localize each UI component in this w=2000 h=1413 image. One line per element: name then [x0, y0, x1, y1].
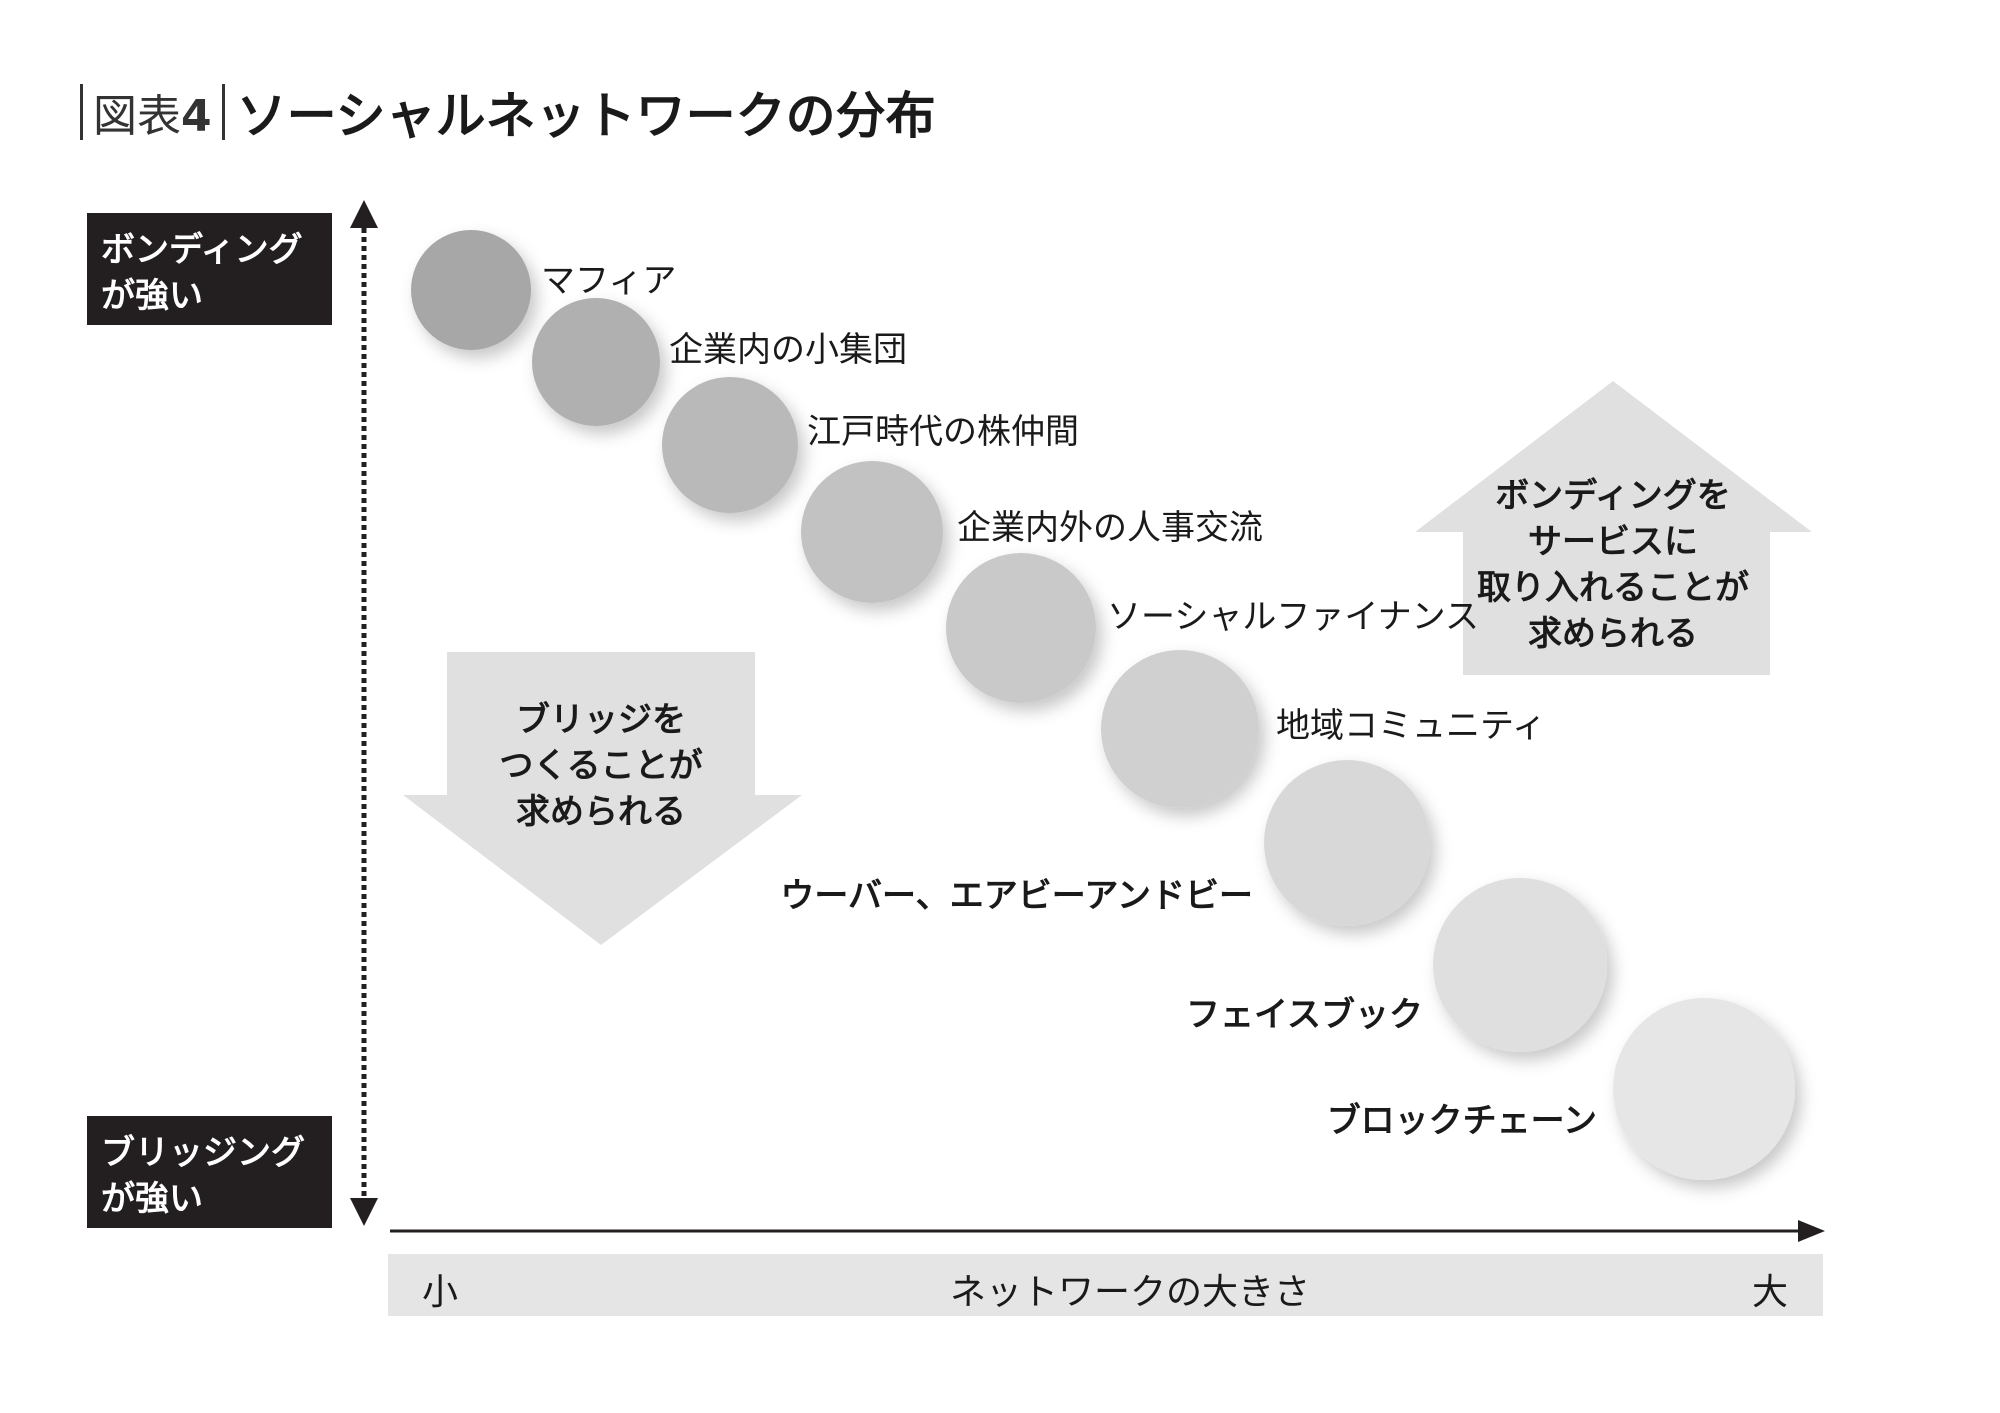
- up-arrow-text: ボンディングを サービスに 取り入れることが 求められる: [1430, 473, 1796, 657]
- figure-title: 図表4 ソーシャルネットワークの分布: [80, 80, 936, 145]
- y-axis-bottom-label-line1: ブリッジング: [101, 1133, 305, 1173]
- node-circle-8: [1433, 878, 1607, 1052]
- down-arrow-text: ブリッジを つくることが 求められる: [447, 697, 755, 835]
- x-axis-left-label: 小: [422, 1272, 459, 1313]
- node-label-edo-kabunakama: 江戸時代の株仲間: [807, 412, 1079, 452]
- node-circle-6: [1101, 650, 1259, 808]
- node-circle-2: [532, 298, 660, 426]
- y-axis-arrowhead-down: [350, 1198, 378, 1226]
- y-axis-arrowhead-up: [350, 200, 378, 228]
- up-arrow-text-line1: ボンディングを: [1495, 476, 1731, 516]
- y-axis-bottom-label-line2: が強い: [101, 1179, 203, 1219]
- down-arrow-text-line1: ブリッジを: [516, 700, 686, 740]
- node-label-local-community: 地域コミュニティ: [1276, 706, 1546, 746]
- node-label-personnel-exchange: 企業内外の人事交流: [957, 508, 1263, 548]
- node-label-corporate-small-group: 企業内の小集団: [669, 330, 907, 370]
- x-axis-arrowhead: [1798, 1220, 1825, 1242]
- up-arrow-text-line3: 取り入れることが: [1477, 568, 1749, 608]
- y-axis-bottom-label: ブリッジング が強い: [87, 1116, 332, 1228]
- up-arrow-text-line2: サービスに: [1528, 522, 1698, 562]
- node-label-facebook: フェイスブック: [1186, 995, 1423, 1035]
- up-arrow-text-line4: 求められる: [1528, 614, 1698, 654]
- node-label-mafia: マフィア: [541, 261, 677, 301]
- down-arrow-shape: [403, 652, 802, 945]
- title-divider-right: [221, 84, 225, 140]
- title-divider-left: [80, 84, 83, 140]
- x-axis-bar: [388, 1254, 1823, 1316]
- node-circle-1: [411, 230, 531, 350]
- title-prefix: 図表4: [83, 80, 222, 144]
- node-label-blockchain: ブロックチェーン: [1326, 1101, 1597, 1141]
- node-circle-4: [801, 461, 943, 603]
- title-main: ソーシャルネットワークの分布: [236, 87, 936, 145]
- node-label-social-finance: ソーシャルファイナンス: [1107, 597, 1479, 637]
- down-arrow-text-line3: 求められる: [516, 792, 686, 832]
- up-arrow-shape: [1415, 381, 1812, 675]
- node-circle-9: [1613, 998, 1795, 1180]
- title-prefix-text: 図表: [93, 91, 181, 142]
- title-number: 4: [181, 91, 212, 142]
- y-axis-top-label-line2: が強い: [101, 276, 203, 316]
- node-circle-3: [662, 377, 798, 513]
- x-axis-right-label: 大: [1752, 1272, 1789, 1313]
- down-arrow-text-line2: つくることが: [499, 746, 703, 786]
- node-circles: [411, 230, 1795, 1180]
- y-axis-top-label-line1: ボンディング: [101, 230, 303, 270]
- node-label-uber-airbnb: ウーバー、エアビーアンドビー: [780, 876, 1253, 916]
- x-axis-center-label: ネットワークの大きさ: [950, 1272, 1311, 1313]
- node-circle-7: [1264, 760, 1430, 926]
- y-axis-top-label: ボンディング が強い: [87, 213, 332, 325]
- node-circle-5: [946, 553, 1096, 703]
